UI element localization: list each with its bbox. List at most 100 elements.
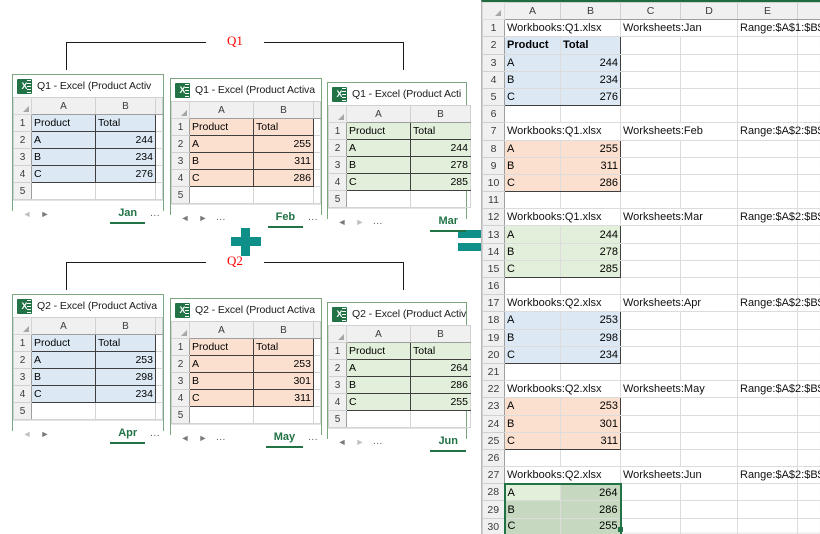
tab-overflow-dots-left[interactable]: ... bbox=[216, 432, 226, 443]
row-header[interactable]: 4 bbox=[13, 385, 32, 403]
cell-empty[interactable] bbox=[155, 182, 163, 200]
cell-empty[interactable] bbox=[797, 173, 820, 193]
cell-empty[interactable] bbox=[620, 242, 681, 261]
row-header[interactable]: 5 bbox=[328, 190, 347, 208]
cell-workbook-info[interactable]: Workbooks:Q1.xlsx bbox=[504, 122, 621, 141]
cell-empty[interactable] bbox=[797, 362, 820, 382]
select-all-corner[interactable] bbox=[13, 317, 32, 335]
cell-product-header[interactable]: Product bbox=[504, 36, 561, 55]
cell-product[interactable]: C bbox=[189, 389, 254, 407]
cell-empty[interactable] bbox=[737, 397, 798, 416]
cell-total[interactable]: 311 bbox=[253, 152, 314, 170]
cell-empty[interactable] bbox=[797, 70, 820, 89]
sheet-tab-feb[interactable]: Feb bbox=[267, 207, 304, 228]
cell-empty[interactable] bbox=[737, 242, 798, 261]
row-header[interactable]: 3 bbox=[13, 148, 32, 166]
cell-range-info[interactable]: Range:$A$2:$B$4 bbox=[737, 466, 820, 485]
tab-prev-icon[interactable]: ◄ bbox=[180, 213, 190, 223]
row-header[interactable]: 7 bbox=[482, 122, 505, 141]
cell-product[interactable]: A bbox=[31, 351, 96, 369]
cell-empty[interactable] bbox=[737, 276, 798, 296]
row-header[interactable]: 27 bbox=[482, 466, 505, 485]
sheet-tab-mar[interactable]: Mar bbox=[430, 211, 466, 232]
row-header[interactable]: 3 bbox=[171, 152, 190, 170]
cell-product-header[interactable]: Product bbox=[346, 122, 411, 140]
cell-empty[interactable] bbox=[504, 191, 561, 210]
row-header[interactable]: 13 bbox=[482, 225, 505, 244]
cell-empty[interactable] bbox=[253, 186, 314, 204]
row-header[interactable]: 17 bbox=[482, 294, 505, 313]
cell-total[interactable]: 253 bbox=[253, 355, 314, 373]
cell-product[interactable]: A bbox=[504, 53, 561, 72]
row-header[interactable]: 3 bbox=[482, 53, 505, 72]
cell-empty[interactable] bbox=[620, 483, 681, 502]
column-header-e[interactable]: E bbox=[737, 2, 798, 21]
sheet-tab-jun[interactable]: Jun bbox=[430, 431, 466, 452]
cell-empty[interactable] bbox=[680, 156, 738, 175]
cell-range-info[interactable]: Range:$A$2:$B$4 bbox=[737, 122, 820, 141]
excel-window-may[interactable]: X Q2 - Excel (Product Activa A B 1 Produ… bbox=[170, 298, 322, 448]
cell-empty[interactable] bbox=[680, 191, 738, 210]
row-header[interactable]: 9 bbox=[482, 156, 505, 175]
row-header[interactable]: 2 bbox=[328, 359, 347, 377]
sheet-tab-bar[interactable]: ◄ ► Apr ... bbox=[13, 420, 163, 444]
column-header-b[interactable]: B bbox=[95, 97, 156, 115]
tab-overflow-dots-left[interactable]: ... bbox=[216, 212, 226, 223]
cell-empty[interactable] bbox=[560, 105, 621, 124]
cell-empty[interactable] bbox=[620, 156, 681, 175]
column-header-c[interactable] bbox=[313, 101, 321, 119]
cell-empty[interactable] bbox=[797, 448, 820, 468]
row-header[interactable]: 29 bbox=[482, 500, 505, 519]
cell-empty[interactable] bbox=[31, 402, 96, 420]
cell-empty[interactable] bbox=[155, 165, 163, 183]
column-header-b[interactable]: B bbox=[410, 325, 471, 343]
cell-empty[interactable] bbox=[680, 105, 738, 124]
cell-empty[interactable] bbox=[253, 406, 314, 424]
cell-total-header[interactable]: Total bbox=[560, 36, 621, 55]
cell-empty[interactable] bbox=[620, 139, 681, 158]
sheet-tab-bar[interactable]: ◄ ► ... Feb ... bbox=[171, 204, 321, 228]
cell-empty[interactable] bbox=[680, 225, 738, 244]
cell-workbook-info[interactable]: Workbooks:Q1.xlsx bbox=[504, 208, 621, 227]
tab-next-icon[interactable]: ► bbox=[40, 209, 50, 219]
cell-total[interactable]: 253 bbox=[560, 311, 621, 330]
cell-empty[interactable] bbox=[504, 362, 561, 382]
row-header[interactable]: 1 bbox=[328, 342, 347, 360]
cell-total[interactable]: 264 bbox=[410, 359, 471, 377]
row-header[interactable]: 1 bbox=[13, 334, 32, 352]
sheet-tab-bar[interactable]: ◄ ► ... Jun bbox=[328, 428, 466, 452]
excel-window-jan[interactable]: X Q1 - Excel (Product Activ A B 1 Produc… bbox=[12, 74, 164, 224]
row-header[interactable]: 10 bbox=[482, 173, 505, 193]
cell-empty[interactable] bbox=[680, 362, 738, 382]
cell-empty[interactable] bbox=[737, 36, 798, 55]
cell-empty[interactable] bbox=[797, 242, 820, 261]
cell-empty[interactable] bbox=[560, 191, 621, 210]
cell-workbook-info[interactable]: Workbooks:Q2.xlsx bbox=[504, 466, 621, 485]
select-all-corner[interactable] bbox=[328, 105, 347, 123]
window-titlebar[interactable]: X Q1 - Excel (Product Activ bbox=[13, 75, 163, 97]
tab-next-icon[interactable]: ► bbox=[40, 429, 50, 439]
cell-empty[interactable] bbox=[155, 402, 163, 420]
cell-empty[interactable] bbox=[797, 345, 820, 364]
tab-next-icon[interactable]: ► bbox=[355, 437, 365, 447]
row-header[interactable]: 4 bbox=[482, 70, 505, 89]
cell-empty[interactable] bbox=[737, 362, 798, 382]
column-header-a[interactable]: A bbox=[346, 105, 411, 123]
row-header[interactable]: 3 bbox=[13, 368, 32, 386]
cell-empty[interactable] bbox=[680, 36, 738, 55]
cell-empty[interactable] bbox=[737, 517, 798, 534]
column-header-a[interactable]: A bbox=[189, 321, 254, 339]
row-header[interactable]: 2 bbox=[328, 139, 347, 157]
cell-empty[interactable] bbox=[313, 152, 321, 170]
row-header[interactable]: 1 bbox=[171, 338, 190, 356]
column-header-b[interactable]: B bbox=[253, 321, 314, 339]
cell-empty[interactable] bbox=[737, 105, 798, 124]
cell-empty[interactable] bbox=[620, 276, 681, 296]
cell-empty[interactable] bbox=[313, 135, 321, 153]
column-header-b[interactable]: B bbox=[95, 317, 156, 335]
tab-prev-icon[interactable]: ◄ bbox=[180, 433, 190, 443]
cell-product[interactable]: A bbox=[31, 131, 96, 149]
cell-workbook-info[interactable]: Workbooks:Q1.xlsx bbox=[504, 19, 621, 38]
row-header[interactable]: 5 bbox=[482, 87, 505, 107]
worksheet-grid[interactable]: A B 1 Product Total 2 A 264 3 B 286 bbox=[328, 325, 471, 428]
